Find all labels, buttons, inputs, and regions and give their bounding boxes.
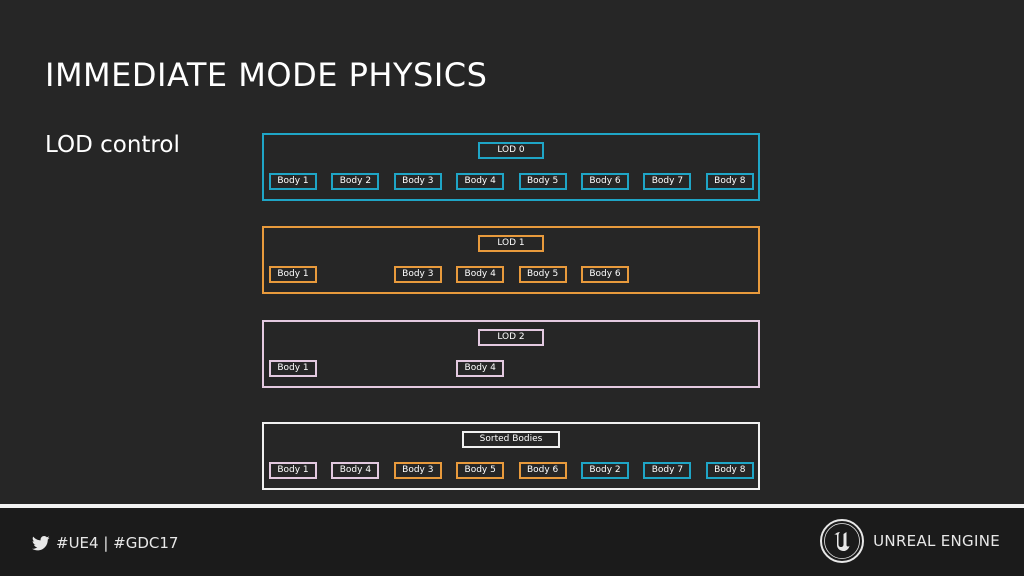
unreal-engine-logo <box>820 519 865 563</box>
body-box: Body 4 <box>456 360 505 377</box>
body-box: Body 8 <box>705 462 754 479</box>
lod-panel: LOD 2 Body 1 Body 4 <box>262 320 760 388</box>
body-box: Body 3 <box>393 266 442 283</box>
panel-label: LOD 0 <box>478 142 544 159</box>
panel-label: LOD 1 <box>478 235 544 252</box>
body-box: Body 4 <box>331 462 380 479</box>
body-box: Body 1 <box>269 266 317 283</box>
body-box: Body 3 <box>393 462 442 479</box>
body-box: Body 6 <box>518 462 567 479</box>
body-box: Body 4 <box>456 173 505 190</box>
hashtags-text: #UE4 | #GDC17 <box>56 534 179 552</box>
body-box: Body 8 <box>705 173 754 190</box>
body-box: Body 5 <box>518 266 567 283</box>
brand: UNREAL ENGINE <box>819 518 1000 564</box>
slide-subtitle: LOD control <box>45 132 180 158</box>
lod-panel: LOD 1 Body 1 Body 3 Body 4 Body 5 Body 6 <box>262 226 760 294</box>
panel-label: LOD 2 <box>478 329 544 346</box>
footer-divider <box>0 504 1024 508</box>
body-box: Body 7 <box>643 173 692 190</box>
slide-title: IMMEDIATE MODE PHYSICS <box>45 56 488 94</box>
body-box: Body 5 <box>456 462 505 479</box>
body-box: Body 5 <box>518 173 567 190</box>
twitter-bird-icon <box>32 535 50 550</box>
body-box: Body 3 <box>393 173 442 190</box>
body-box: Body 4 <box>456 266 505 283</box>
body-box: Body 7 <box>643 462 692 479</box>
body-box: Body 2 <box>581 462 629 479</box>
body-box: Body 1 <box>269 173 317 190</box>
brand-name: UNREAL ENGINE <box>873 532 1000 550</box>
body-box: Body 1 <box>269 360 317 377</box>
panel-label: Sorted Bodies <box>462 431 560 448</box>
body-box: Body 1 <box>269 462 317 479</box>
footer-hashtags: #UE4 | #GDC17 <box>32 534 178 552</box>
body-box: Body 6 <box>581 173 629 190</box>
body-box: Body 2 <box>331 173 380 190</box>
lod-panel: LOD 0 Body 1 Body 2 Body 3 Body 4 Body 5 Body … <box>262 133 760 201</box>
body-box: Body 6 <box>581 266 629 283</box>
